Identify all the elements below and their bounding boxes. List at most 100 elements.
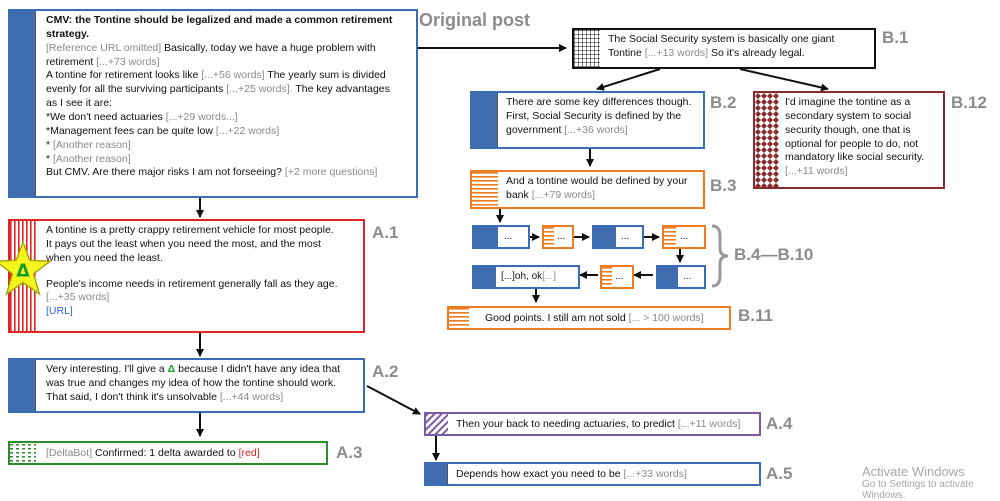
label-a3: A.3: [336, 443, 363, 462]
text-line: And a tontine would be defined by your: [506, 175, 688, 187]
text-line: The Social Security system is basically …: [608, 33, 835, 45]
watermark-line: Go to Settings to activate Windows.: [862, 479, 974, 501]
label-b3: B.3: [710, 176, 737, 195]
text-line: was true and changes my idea of how the …: [46, 376, 337, 389]
text-line: A tontine is a pretty crappy retirement …: [46, 224, 334, 236]
reply-a1-text: A tontine is a pretty crappy retirement …: [46, 224, 358, 319]
ellipsis: ...: [683, 271, 692, 282]
chain-box-blue-oh-ok: [...]oh, ok[...]: [472, 265, 580, 289]
original-post-label: Original post: [419, 10, 531, 30]
label-b1: B.1: [882, 28, 909, 47]
oh-ok-text: [...]oh, ok[...]: [501, 271, 557, 282]
text-line: That said, I don't think it's unsolvable…: [46, 390, 284, 403]
maroon-diamond-swatch: [755, 93, 779, 187]
text-line: It pays out the least when you need the …: [46, 237, 321, 250]
reply-b3-text: And a tontine would be defined by your b…: [506, 175, 698, 203]
label-b2: B.2: [710, 93, 737, 112]
black-grid-swatch: [574, 30, 600, 67]
label-a4: A.4: [766, 414, 793, 433]
chain-box-blue: ...: [656, 265, 706, 289]
reply-a1-box: A tontine is a pretty crappy retirement …: [8, 219, 365, 333]
reply-a5-box: Depends how exact you need to be [...+33…: [424, 462, 761, 486]
reply-a5-text: Depends how exact you need to be [...+33…: [456, 468, 687, 480]
orange-hatch-swatch: [472, 172, 498, 207]
post-line: as I see it are:: [46, 97, 112, 110]
reply-b2-text: There are some key differences though. F…: [506, 96, 698, 138]
label-a5: A.5: [766, 464, 793, 483]
chain-box-orange: ...: [542, 225, 574, 249]
blue-swatch: [10, 360, 36, 411]
blue-swatch: [474, 227, 498, 247]
post-line: * [Another reason]: [46, 152, 131, 165]
label-b11: B.11: [738, 306, 773, 325]
orange-hatch-swatch: [544, 227, 554, 247]
reply-a3-text: [DeltaBot] Confirmed: 1 delta awarded to…: [46, 447, 260, 459]
post-line: A tontine for retirement looks like [...…: [46, 69, 386, 82]
chain-box-blue: ...: [472, 225, 530, 249]
reply-b3-box: And a tontine would be defined by your b…: [470, 170, 705, 209]
watermark-line: Activate Windows: [862, 464, 965, 479]
orange-hatch-swatch: [449, 308, 469, 328]
text-line: Very interesting. I'll give a Δ because …: [46, 363, 341, 375]
post-line: [Reference URL omitted] Basically, today…: [46, 41, 376, 54]
reply-b12-text: I'd imagine the tontine as a secondary s…: [785, 96, 938, 179]
text-line: secondary system to social: [785, 109, 912, 122]
post-line: retirement [...+73 words]: [46, 55, 160, 68]
ellipsis: ...: [504, 231, 513, 242]
blue-swatch: [472, 93, 498, 147]
text-line: mandatory like social security.: [785, 151, 925, 164]
orange-hatch-swatch: [602, 267, 612, 287]
text-line: government [...+36 words]: [506, 123, 628, 136]
reply-b2-box: There are some key differences though. F…: [470, 91, 705, 149]
label-a2: A.2: [372, 362, 399, 381]
text-line: There are some key differences though.: [506, 96, 692, 108]
text-line: when you need the least.: [46, 251, 163, 264]
label-b12: B.12: [951, 93, 987, 112]
original-post-box: CMV: the Tontine should be legalized and…: [8, 9, 418, 198]
reply-b11-text: Good points. I still am not sold [... > …: [485, 312, 704, 324]
original-post-text: CMV: the Tontine should be legalized and…: [46, 14, 411, 180]
blue-swatch: [426, 464, 448, 484]
text-line: I'd imagine the tontine as a: [785, 96, 911, 108]
reply-a2-text: Very interesting. I'll give a Δ because …: [46, 363, 358, 405]
reply-b1-box: The Social Security system is basically …: [572, 28, 876, 69]
text-line: Tontine [...+13 words] So it's already l…: [608, 46, 805, 59]
reply-b12-box: I'd imagine the tontine as a secondary s…: [753, 91, 945, 189]
post-line: *Management fees can be quite low [...+2…: [46, 124, 280, 137]
orange-hatch-swatch: [664, 227, 676, 247]
chain-box-orange: ...: [662, 225, 706, 249]
url-link[interactable]: [URL]: [46, 305, 73, 318]
post-line: But CMV. Are there major risks I am not …: [46, 166, 378, 179]
text-line: First, Social Security is defined by the: [506, 109, 682, 122]
reply-b1-text: The Social Security system is basically …: [608, 33, 869, 61]
star-delta-symbol: Δ: [16, 262, 30, 282]
text-line: [...+11 words]: [785, 165, 848, 178]
post-line: *We don't need actuaries [...+29 words..…: [46, 111, 238, 124]
reply-a2-box: Very interesting. I'll give a Δ because …: [8, 358, 365, 413]
activate-windows-watermark: Activate Windows Go to Settings to activ…: [862, 464, 1000, 501]
reply-a4-box: Then your back to needing actuaries, to …: [424, 412, 761, 436]
post-line: evenly for all the surviving participant…: [46, 83, 390, 96]
reply-b11-box: Good points. I still am not sold [... > …: [447, 306, 731, 330]
label-b4-b10: B.4—B.10: [734, 245, 814, 264]
ellipsis: ...: [557, 231, 566, 242]
text-line: optional for people to do, not: [785, 137, 919, 150]
text-line: bank [...+79 words]: [506, 188, 596, 201]
chain-box-orange: ...: [600, 265, 634, 289]
text-line: security though, one that is: [785, 123, 911, 136]
reply-a3-box: [DeltaBot] Confirmed: 1 delta awarded to…: [8, 441, 328, 465]
post-line: * [Another reason]: [46, 138, 131, 151]
ellipsis: ...: [680, 231, 689, 242]
chain-box-blue: ...: [592, 225, 644, 249]
delta-star-icon: Δ: [0, 240, 52, 296]
text-line: People's income needs in retirement gene…: [46, 277, 338, 290]
purple-hatch-swatch: [426, 414, 448, 434]
ellipsis: ...: [621, 231, 630, 242]
post-title: CMV: the Tontine should be legalized and…: [46, 14, 393, 40]
text-line: [...+35 words]: [46, 291, 110, 304]
blue-swatch: [594, 227, 616, 247]
blue-swatch: [658, 267, 678, 287]
ellipsis: ...: [615, 271, 624, 282]
green-dash-swatch: [10, 443, 36, 463]
blue-swatch: [474, 267, 496, 287]
